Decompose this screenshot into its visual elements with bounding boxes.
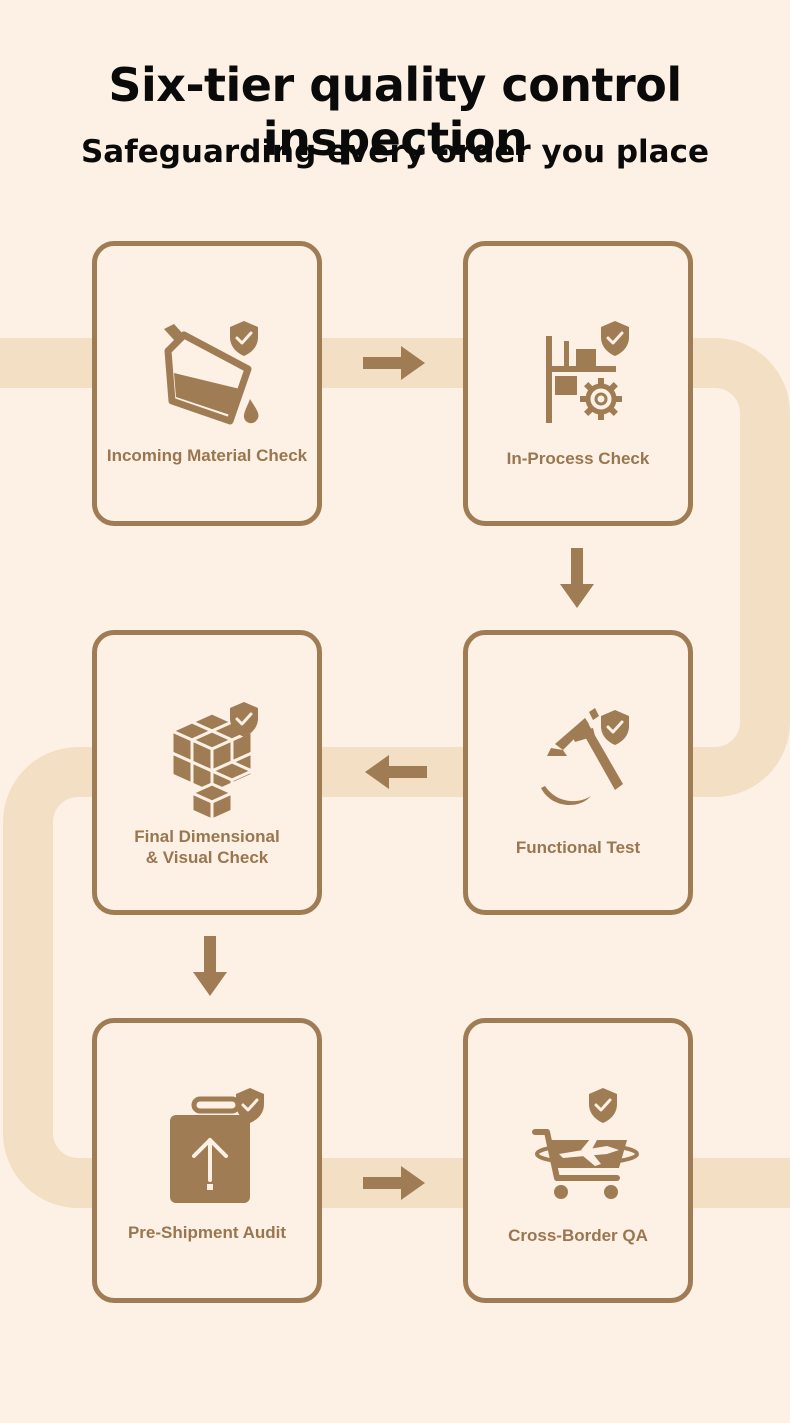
shield-check-icon xyxy=(589,1088,617,1123)
step-label: Cross-Border QA xyxy=(508,1226,648,1245)
step-card-functional-test: Functional Test xyxy=(463,630,693,915)
shield-check-icon xyxy=(236,1088,264,1123)
step-card-in-process-check: In-Process Check xyxy=(463,241,693,526)
step-label: Final Dimensional & Visual Check xyxy=(97,826,317,868)
arrow-down-1 xyxy=(560,548,594,608)
conveyor-gear-icon xyxy=(523,311,643,431)
liquid-bucket-icon xyxy=(152,311,272,431)
cubes-icon xyxy=(152,700,272,822)
arrow-left-1 xyxy=(365,755,427,789)
page-title: Six-tier quality control inspection xyxy=(108,58,682,166)
arrow-right-1 xyxy=(363,346,425,380)
step-label-line2: & Visual Check xyxy=(145,848,269,867)
arrow-down-2 xyxy=(193,936,227,996)
step-card-pre-shipment-audit: Pre-Shipment Audit xyxy=(92,1018,322,1303)
cart-plane-icon xyxy=(523,1088,643,1208)
shield-check-icon xyxy=(601,321,629,356)
shield-check-icon xyxy=(230,321,258,356)
step-label: Incoming Material Check xyxy=(106,446,308,465)
step-label: In-Process Check xyxy=(506,449,650,468)
step-card-final-dimensional-visual-check: Final Dimensional & Visual Check xyxy=(92,630,322,915)
shield-check-icon xyxy=(601,710,629,745)
step-label: Pre-Shipment Audit xyxy=(127,1223,287,1242)
step-card-cross-border-qa: Cross-Border QA xyxy=(463,1018,693,1303)
step-label-line1: Final Dimensional xyxy=(134,827,280,846)
shield-check-icon xyxy=(230,702,258,737)
step-card-incoming-material-check: Incoming Material Check xyxy=(92,241,322,526)
page-subtitle: Safeguarding every order you place xyxy=(80,134,710,170)
upload-bag-icon xyxy=(152,1088,272,1208)
step-label: Functional Test xyxy=(515,838,641,857)
caliper-icon xyxy=(523,700,643,820)
arrow-right-2 xyxy=(363,1166,425,1200)
